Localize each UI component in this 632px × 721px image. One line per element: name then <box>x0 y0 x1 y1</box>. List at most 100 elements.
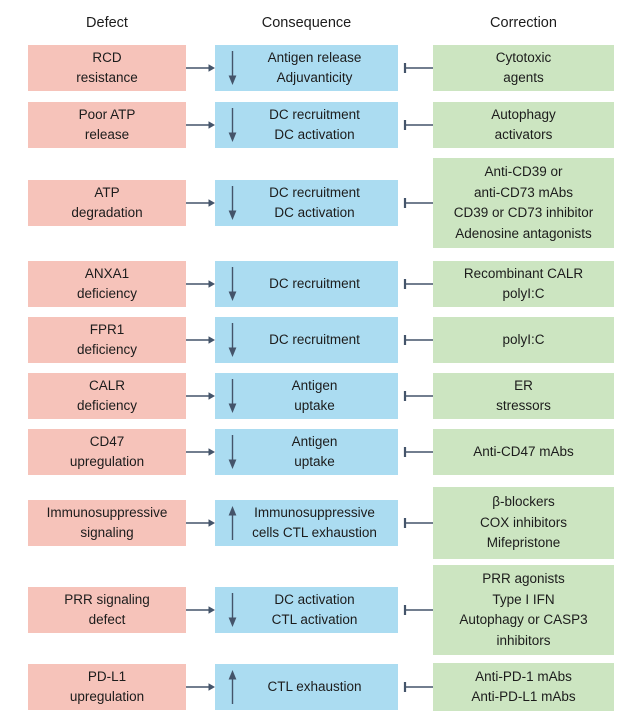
correction-box: PRR agonists Type I IFN Autophagy or CAS… <box>433 565 614 655</box>
diagram-row: PD-L1 upregulation CTL exhaustion Anti-P… <box>0 663 632 711</box>
diagram-row: Poor ATP release DC recruitment DC activ… <box>0 102 632 148</box>
defect-box: CD47 upregulation <box>28 429 186 475</box>
consequence-label: Immunosuppressive cells CTL exhaustion <box>252 504 377 541</box>
column-header-correction: Correction <box>490 15 557 31</box>
correction-box: polyI:C <box>433 317 614 363</box>
right-arrow-icon <box>186 119 215 131</box>
down-arrow-icon <box>226 108 239 142</box>
consequence-box: Antigen uptake <box>215 429 398 475</box>
defect-label: Immunosuppressive signaling <box>46 504 168 541</box>
inhibition-bar-icon <box>398 118 433 132</box>
consequence-label: DC recruitment DC activation <box>269 184 360 221</box>
inhibition-bar-icon <box>398 603 433 617</box>
right-arrow-icon <box>186 62 215 74</box>
right-arrow-icon <box>186 390 215 402</box>
consequence-box: DC recruitment <box>215 261 398 307</box>
inhibition-bar-icon <box>398 516 433 530</box>
down-arrow-icon <box>226 186 239 220</box>
consequence-box: Immunosuppressive cells CTL exhaustion <box>215 500 398 546</box>
right-arrow-icon <box>186 517 215 529</box>
correction-box: Anti-CD47 mAbs <box>433 429 614 475</box>
correction-box: ER stressors <box>433 373 614 419</box>
diagram-row: Immunosuppressive signaling Immunosuppre… <box>0 487 632 559</box>
correction-box: Autophagy activators <box>433 102 614 148</box>
consequence-label: DC recruitment <box>269 331 360 347</box>
diagram-row: ANXA1 deficiency DC recruitment Recombin… <box>0 261 632 307</box>
inhibition-bar-icon <box>398 333 433 347</box>
defect-label: ATP degradation <box>71 184 143 221</box>
right-arrow-icon <box>186 197 215 209</box>
diagram-row: PRR signaling defect DC activation CTL a… <box>0 565 632 655</box>
consequence-box: CTL exhaustion <box>215 664 398 710</box>
correction-label: Cytotoxic agents <box>495 49 552 86</box>
correction-box: Cytotoxic agents <box>433 45 614 91</box>
consequence-label: CTL exhaustion <box>267 678 362 694</box>
defect-label: RCD resistance <box>76 49 138 86</box>
inhibition-bar-icon <box>398 196 433 210</box>
inhibition-bar-icon <box>398 389 433 403</box>
diagram-row: RCD resistance Antigen release Adjuvanti… <box>0 45 632 91</box>
defect-box: ANXA1 deficiency <box>28 261 186 307</box>
defect-label: ANXA1 deficiency <box>76 265 138 302</box>
consequence-box: DC recruitment DC activation <box>215 180 398 226</box>
right-arrow-icon <box>186 604 215 616</box>
defect-label: CALR deficiency <box>76 377 138 414</box>
diagram-row: CD47 upregulation Antigen uptake Anti-CD… <box>0 429 632 475</box>
defect-box: ATP degradation <box>28 180 186 226</box>
right-arrow-icon <box>186 681 215 693</box>
consequence-label: Antigen uptake <box>291 433 338 470</box>
consequence-box: DC activation CTL activation <box>215 587 398 633</box>
correction-box: Recombinant CALR polyI:C <box>433 261 614 307</box>
consequence-box: Antigen uptake <box>215 373 398 419</box>
correction-label: ER stressors <box>496 377 551 414</box>
correction-box: Anti-PD-1 mAbs Anti-PD-L1 mAbs <box>433 663 614 711</box>
consequence-box: Antigen release Adjuvanticity <box>215 45 398 91</box>
consequence-label: Antigen release Adjuvanticity <box>267 49 362 86</box>
defect-box: PD-L1 upregulation <box>28 664 186 710</box>
right-arrow-icon <box>186 278 215 290</box>
up-arrow-icon <box>226 506 239 540</box>
diagram-row: ATP degradation DC recruitment DC activa… <box>0 158 632 248</box>
correction-label: Anti-CD47 mAbs <box>473 443 574 459</box>
consequence-label: Antigen uptake <box>291 377 338 414</box>
defect-label: PRR signaling defect <box>64 591 150 628</box>
column-header-consequence: Consequence <box>261 15 352 31</box>
correction-label: PRR agonists Type I IFN Autophagy or CAS… <box>459 571 588 648</box>
column-headers: Defect Consequence Correction <box>0 14 632 32</box>
consequence-box: DC recruitment <box>215 317 398 363</box>
correction-label: β-blockers COX inhibitors Mifepristone <box>479 494 568 551</box>
right-arrow-icon <box>186 446 215 458</box>
correction-box: β-blockers COX inhibitors Mifepristone <box>433 487 614 559</box>
consequence-box: DC recruitment DC activation <box>215 102 398 148</box>
correction-label: Anti-PD-1 mAbs Anti-PD-L1 mAbs <box>471 668 576 705</box>
defect-label: FPR1 deficiency <box>76 321 138 358</box>
consequence-label: DC activation CTL activation <box>271 591 358 628</box>
column-header-defect: Defect <box>86 15 128 31</box>
down-arrow-icon <box>226 323 239 357</box>
correction-label: Recombinant CALR polyI:C <box>463 265 584 302</box>
defect-box: FPR1 deficiency <box>28 317 186 363</box>
down-arrow-icon <box>226 435 239 469</box>
correction-box: Anti-CD39 or anti-CD73 mAbs CD39 or CD73… <box>433 158 614 248</box>
defect-label: Poor ATP release <box>78 106 136 143</box>
correction-label: polyI:C <box>502 331 545 347</box>
defect-box: Poor ATP release <box>28 102 186 148</box>
up-arrow-icon <box>226 670 239 704</box>
down-arrow-icon <box>226 593 239 627</box>
down-arrow-icon <box>226 267 239 301</box>
inhibition-bar-icon <box>398 277 433 291</box>
defect-label: PD-L1 upregulation <box>69 668 145 705</box>
defect-box: PRR signaling defect <box>28 587 186 633</box>
consequence-label: DC recruitment <box>269 275 360 291</box>
diagram-row: FPR1 deficiency DC recruitment polyI:C <box>0 317 632 363</box>
inhibition-bar-icon <box>398 445 433 459</box>
inhibition-bar-icon <box>398 680 433 694</box>
right-arrow-icon <box>186 334 215 346</box>
inhibition-bar-icon <box>398 61 433 75</box>
correction-label: Anti-CD39 or anti-CD73 mAbs CD39 or CD73… <box>453 164 594 241</box>
down-arrow-icon <box>226 379 239 413</box>
correction-label: Autophagy activators <box>491 106 556 143</box>
consequence-label: DC recruitment DC activation <box>269 106 360 143</box>
defect-box: Immunosuppressive signaling <box>28 500 186 546</box>
